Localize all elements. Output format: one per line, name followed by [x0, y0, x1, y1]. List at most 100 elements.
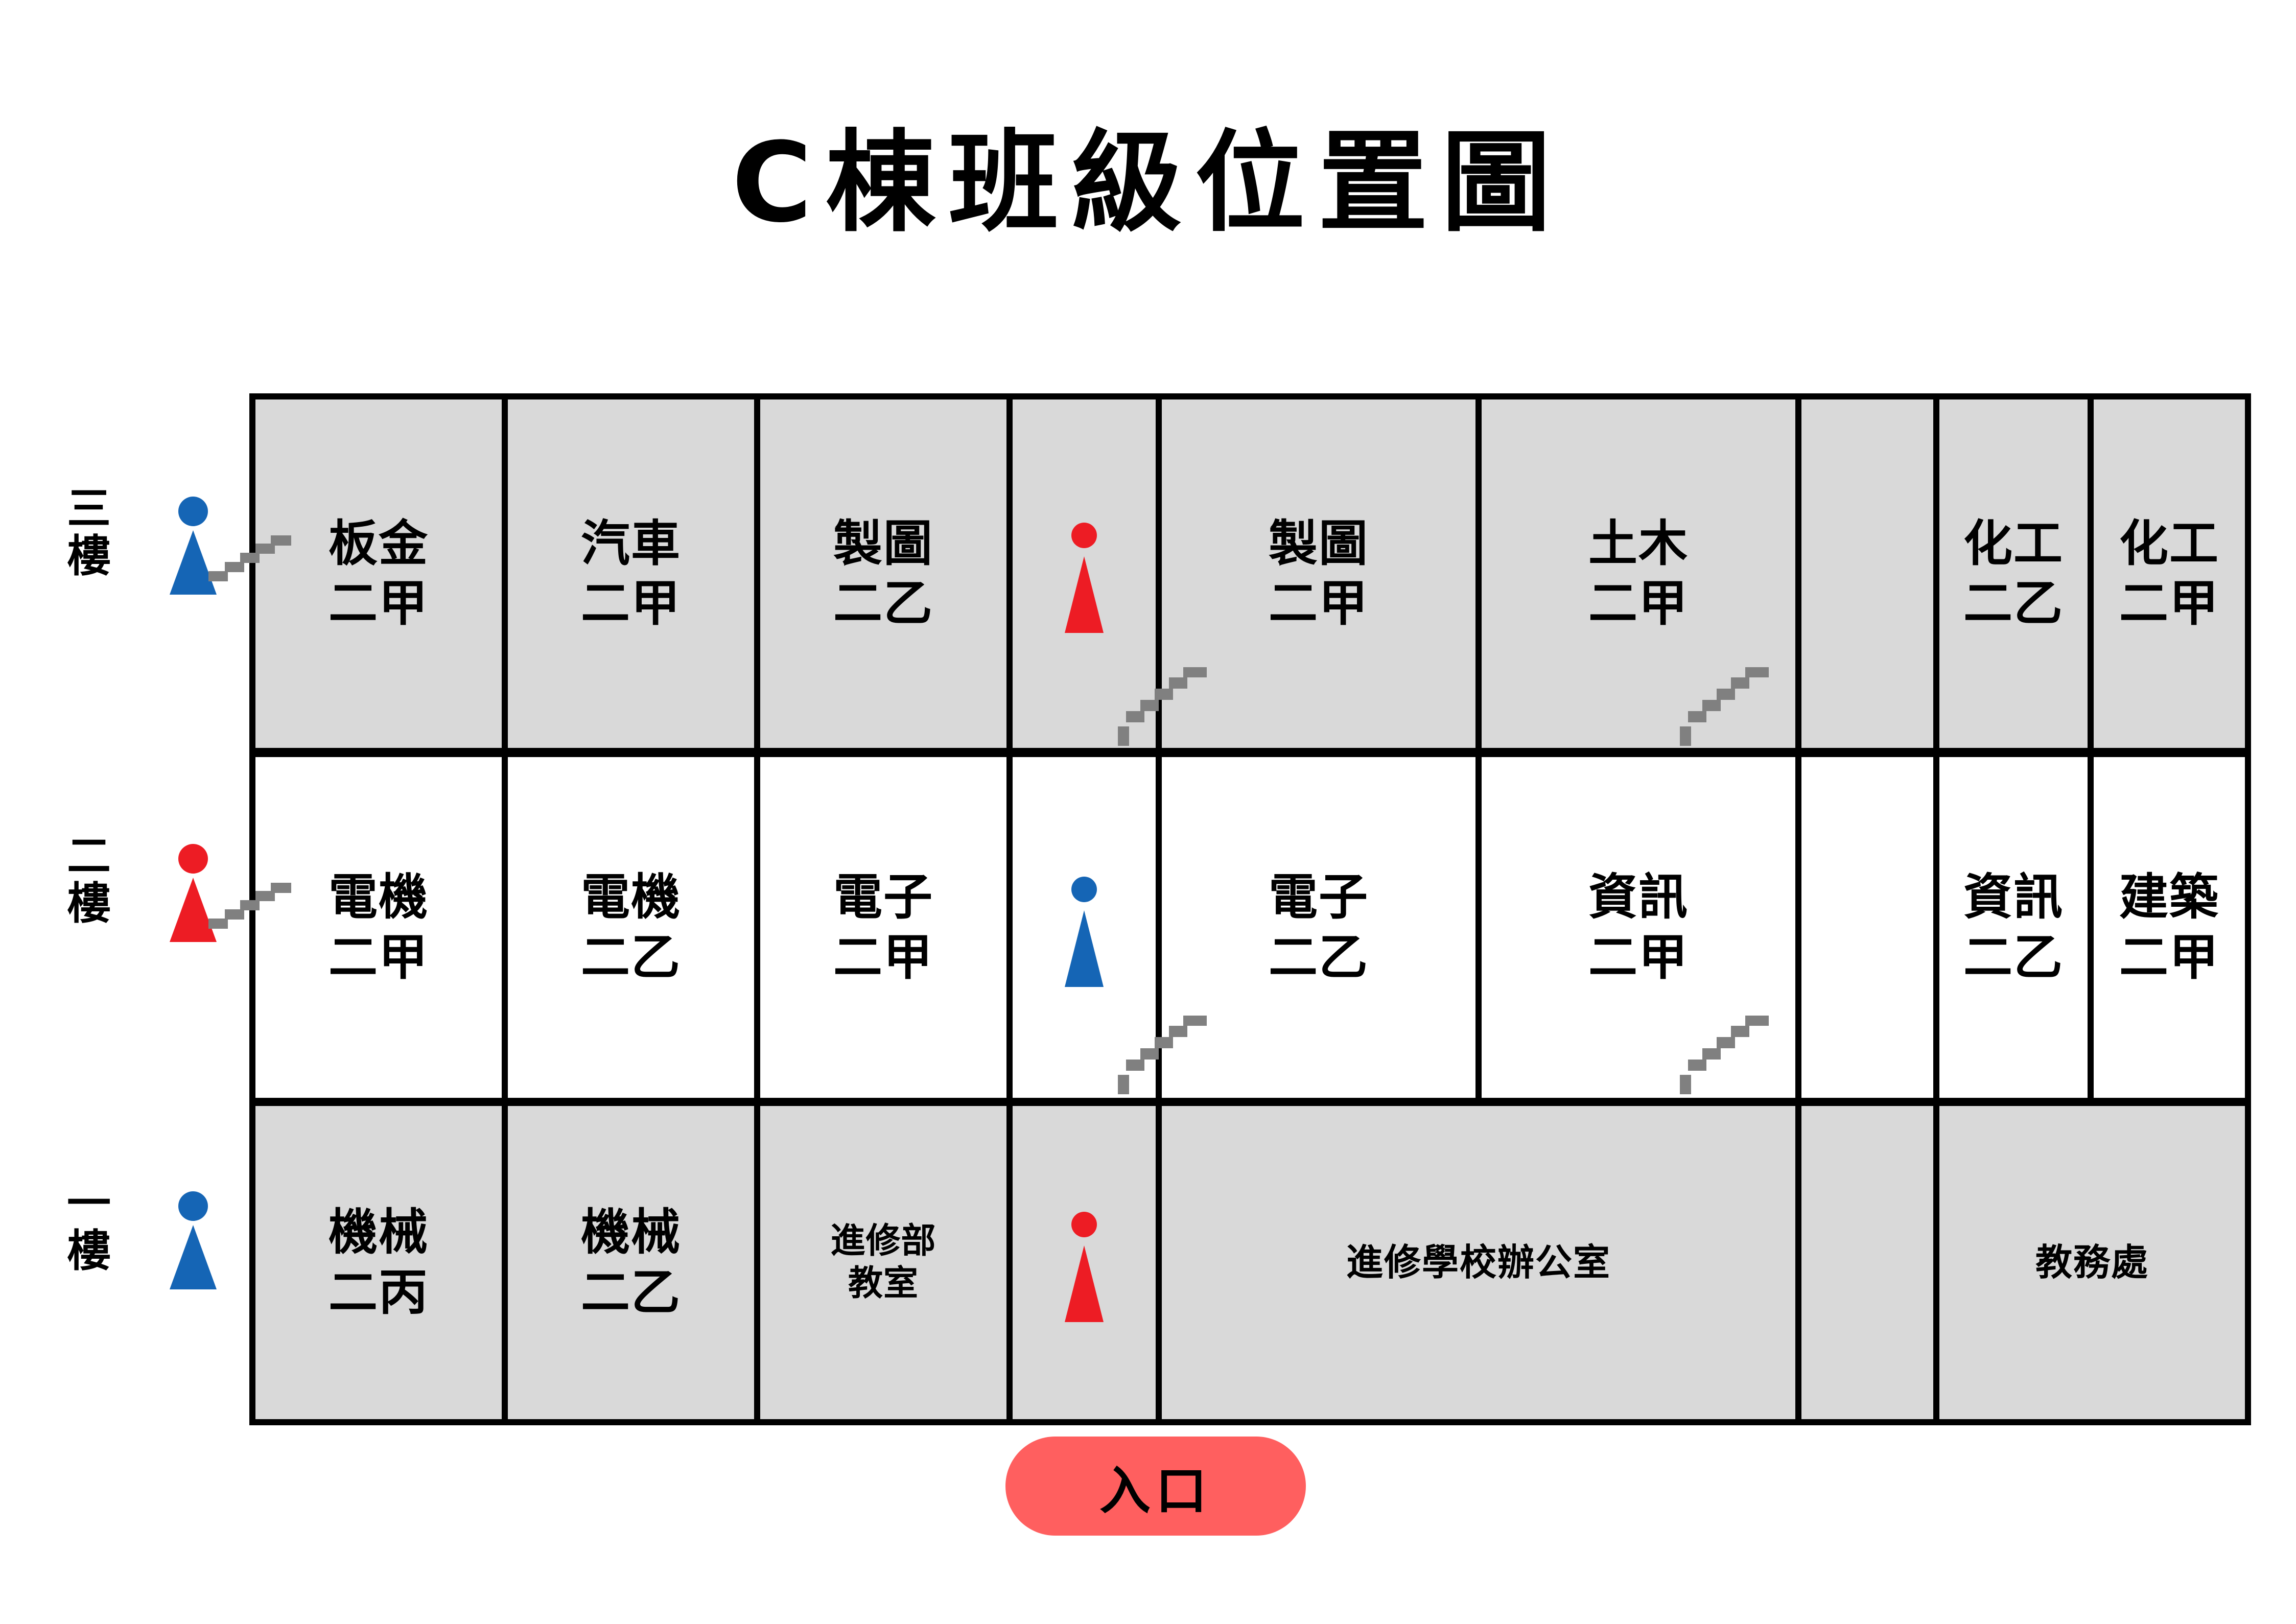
male-figure-icon-3f: [169, 497, 218, 595]
room-name: 化工: [2119, 514, 2219, 572]
room-name: 進修學校辦公室: [1346, 1240, 1611, 1284]
stairs-icon-2f-mid: [1118, 1013, 1207, 1094]
room-cell-it-2a[interactable]: 資訊 二甲: [1482, 757, 1795, 1098]
room-name: 製圖: [1269, 514, 1369, 572]
room-cell-auto-2a[interactable]: 汽車 二甲: [508, 399, 754, 748]
figure-body: [170, 878, 217, 942]
room-name: 建築: [2119, 868, 2219, 926]
floor-label-3f-bottom: 樓: [67, 530, 112, 582]
floor-row-3f: 板金 二甲 汽車 二甲 製圖 二乙 製圖 二甲 土木 二甲 化工 二乙: [249, 393, 2251, 754]
room-cell-civil-2a[interactable]: 土木 二甲: [1482, 399, 1795, 748]
male-figure-icon-1f: [169, 1191, 218, 1289]
room-name: 化工: [1963, 514, 2064, 572]
figure-body: [1065, 910, 1104, 987]
stairwell-cell-2f-right[interactable]: [1801, 757, 1933, 1098]
floor-label-1f: 一 樓: [31, 1180, 148, 1275]
room-cell-elecmach-2b[interactable]: 電機 二乙: [508, 757, 754, 1098]
room-name: 機械: [329, 1204, 429, 1261]
room-name: 教務處: [2035, 1240, 2149, 1284]
building-grid: 板金 二甲 汽車 二甲 製圖 二乙 製圖 二甲 土木 二甲 化工 二乙: [249, 393, 2251, 1425]
floor-label-3f: 三 樓: [31, 485, 148, 580]
room-class: 二乙: [581, 1263, 681, 1321]
room-name: 資訊: [1588, 868, 1689, 926]
room-class: 二乙: [1963, 575, 2064, 632]
room-class: 二乙: [581, 928, 681, 986]
room-name: 土木: [1588, 514, 1689, 572]
room-class: 二甲: [1588, 928, 1689, 986]
figure-head: [178, 844, 208, 874]
figure-head: [178, 497, 208, 526]
entrance-pill[interactable]: 入口: [1005, 1437, 1306, 1536]
room-name: 機械: [581, 1204, 681, 1261]
room-class: 二甲: [329, 928, 429, 986]
female-figure-icon: [1060, 1211, 1109, 1322]
stairwell-cell-1f-right[interactable]: [1801, 1106, 1933, 1419]
entrance-label: 入口: [1099, 1461, 1212, 1521]
room-name: 資訊: [1963, 868, 2064, 926]
room-class: 二甲: [329, 575, 429, 632]
stairwell-cell-3f-right[interactable]: [1801, 399, 1933, 748]
room-class: 二甲: [1588, 575, 1689, 632]
figure-head: [1071, 523, 1097, 548]
room-class: 二甲: [2119, 928, 2219, 986]
stairs-icon-3f-right: [1680, 664, 1769, 746]
figure-head: [178, 1191, 208, 1221]
floor-label-2f-bottom: 樓: [67, 878, 112, 929]
room-name: 進修部: [830, 1220, 936, 1261]
room-cell-it-2b[interactable]: 資訊 二乙: [1939, 757, 2088, 1098]
room-cell-arch-2a[interactable]: 建築 二甲: [2094, 757, 2245, 1098]
room-cell-academic-affairs[interactable]: 教務處: [1939, 1106, 2245, 1419]
figure-body: [1065, 1245, 1104, 1322]
restroom-cell-2f[interactable]: [1013, 757, 1156, 1098]
floor-label-3f-top: 三: [67, 483, 112, 534]
room-class: 二乙: [833, 575, 933, 632]
page-title: C棟班級位置圖: [732, 119, 1564, 247]
figure-body: [170, 530, 217, 595]
figure-head: [1071, 876, 1097, 902]
room-class: 二甲: [581, 575, 681, 632]
male-figure-icon: [1060, 876, 1109, 987]
room-name: 電子: [833, 868, 933, 926]
floor-label-1f-top: 一: [67, 1178, 112, 1229]
room-name: 電機: [329, 868, 429, 926]
floor-row-2f: 電機 二甲 電機 二乙 電子 二甲 電子 二乙 資訊 二甲 資訊 二乙: [249, 754, 2251, 1104]
figure-body: [1065, 556, 1104, 633]
room-cell-electronics-2a[interactable]: 電子 二甲: [760, 757, 1006, 1098]
stairs-icon-2f-right: [1680, 1013, 1769, 1094]
room-cell-drafting-2a[interactable]: 製圖 二甲: [1162, 399, 1475, 748]
room-class: 二丙: [329, 1263, 429, 1321]
room-cell-mech-2c[interactable]: 機械 二丙: [255, 1106, 502, 1419]
figure-body: [170, 1225, 217, 1289]
room-name: 電機: [581, 868, 681, 926]
female-figure-icon: [1060, 523, 1109, 633]
stairs-icon-3f-left: [208, 535, 291, 582]
female-figure-icon-2f: [169, 844, 218, 942]
floor-label-2f: 二 樓: [31, 833, 148, 928]
restroom-cell-1f[interactable]: [1013, 1106, 1156, 1419]
room-class: 二甲: [2119, 575, 2219, 632]
room-class: 二甲: [833, 928, 933, 986]
room-name: 汽車: [581, 514, 681, 572]
room-cell-drafting-2b[interactable]: 製圖 二乙: [760, 399, 1006, 748]
room-cell-banjin-2a[interactable]: 板金 二甲: [255, 399, 502, 748]
room-cell-electronics-2b[interactable]: 電子 二乙: [1162, 757, 1475, 1098]
floor-label-1f-bottom: 樓: [67, 1225, 112, 1277]
room-cell-elecmach-2a[interactable]: 電機 二甲: [255, 757, 502, 1098]
figure-head: [1071, 1211, 1097, 1237]
stairs-icon-2f-left: [208, 883, 291, 930]
room-cell-chem-2b[interactable]: 化工 二乙: [1939, 399, 2088, 748]
room-class: 教室: [848, 1263, 919, 1304]
room-class: 二乙: [1269, 928, 1369, 986]
room-cell-continuing-ed-classroom[interactable]: 進修部 教室: [760, 1106, 1006, 1419]
room-class: 二乙: [1963, 928, 2064, 986]
room-name: 電子: [1269, 868, 1369, 926]
floor-row-1f: 機械 二丙 機械 二乙 進修部 教室 進修學校辦公室 教務處: [249, 1104, 2251, 1425]
restroom-cell-3f[interactable]: [1013, 399, 1156, 748]
room-name: 製圖: [833, 514, 933, 572]
stairs-icon-3f-mid: [1118, 664, 1207, 746]
room-name: 板金: [329, 514, 429, 572]
room-cell-mech-2b[interactable]: 機械 二乙: [508, 1106, 754, 1419]
room-cell-continuing-ed-office[interactable]: 進修學校辦公室: [1162, 1106, 1795, 1419]
room-cell-chem-2a[interactable]: 化工 二甲: [2094, 399, 2245, 748]
room-class: 二甲: [1269, 575, 1369, 632]
